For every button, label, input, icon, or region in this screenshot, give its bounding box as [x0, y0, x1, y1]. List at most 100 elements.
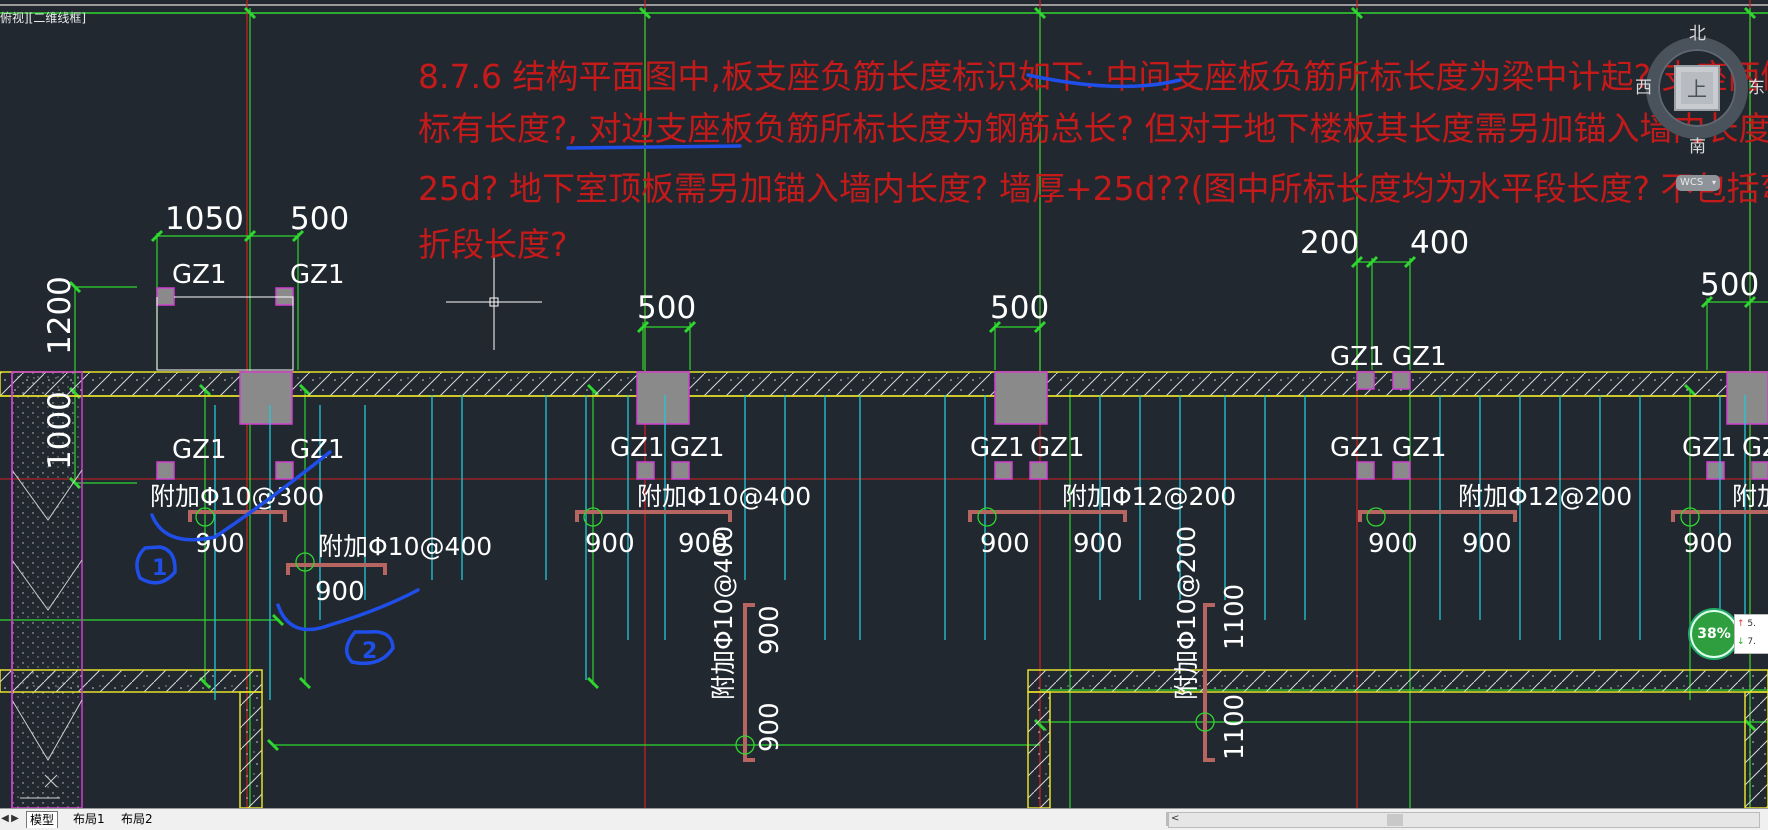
dim-500-a: 500 — [290, 201, 349, 237]
handwritten-mark-1: 1 — [152, 556, 167, 581]
gz-label: GZ1 — [1392, 433, 1447, 463]
wall-band-top — [0, 371, 1768, 397]
crosshair-cursor — [446, 255, 542, 350]
gz-label: GZ1 — [290, 260, 345, 290]
handwritten-mark-2: 2 — [362, 639, 377, 664]
length-900: 900 — [1462, 529, 1512, 559]
wcs-label: WCS — [1680, 177, 1704, 188]
viewcube-labels: 北 南 西 东 上 — [1635, 24, 1765, 157]
badge-percent: 38% — [1697, 626, 1731, 642]
circle-markers — [195, 507, 1700, 755]
arrow-down-icon: ↓ — [1737, 637, 1745, 647]
pen-numbers: 1 2 — [152, 556, 377, 664]
scrollbar-separator — [1166, 812, 1168, 826]
viewcube[interactable] — [1646, 37, 1748, 139]
length-1100-vertical: 1100 — [1220, 584, 1250, 650]
gz-label: GZ1 — [970, 433, 1025, 463]
dim-1200: 1200 — [42, 276, 78, 355]
tab-nav-prev-icon[interactable]: ◀ — [1, 813, 9, 824]
arrow-up-icon: ↑ — [1737, 619, 1745, 629]
cad-drawing[interactable]: 8.7.6 结构平面图中,板支座负筋长度标识如下: 中间支座板负筋所标长度为梁中… — [0, 0, 1768, 809]
length-900: 900 — [315, 577, 365, 607]
rebar-label: 附加Φ10@300 — [150, 482, 324, 511]
viewcube-top-label: 上 — [1687, 77, 1707, 101]
rebar-label-vertical: 附加Φ10@200 — [1172, 526, 1201, 700]
length-1100-vertical: 1100 — [1220, 694, 1250, 760]
pen-annotations — [135, 73, 1182, 666]
length-900: 900 — [980, 529, 1030, 559]
compass-north: 北 — [1689, 24, 1706, 44]
pen-underline-1 — [150, 450, 332, 542]
gz-label: GZ1 — [670, 433, 725, 463]
wall-band-lower-right — [1027, 669, 1768, 693]
rebar-lines-cyan — [214, 395, 1746, 700]
scroll-left-icon[interactable]: < — [1171, 813, 1180, 824]
pen-underline-mid — [566, 144, 742, 150]
gz-labels: GZ1 GZ1 GZ1 GZ1 GZ1 GZ1 GZ1 GZ1 GZ1 GZ1 … — [172, 260, 1768, 465]
dim-1000: 1000 — [42, 391, 78, 470]
length-900-vertical: 900 — [755, 702, 785, 752]
length-900: 900 — [678, 529, 728, 559]
download-speed: 7. — [1747, 637, 1757, 647]
dim-500-c: 500 — [990, 290, 1049, 326]
scrollbar-thumb[interactable] — [1387, 814, 1403, 826]
tab-nav-next-icon[interactable]: ▶ — [11, 813, 19, 824]
dim-500-d: 500 — [1700, 267, 1759, 303]
pen-underline-2 — [276, 588, 420, 632]
annotation-note: 8.7.6 结构平面图中,板支座负筋长度标识如下: 中间支座板负筋所标长度为梁中… — [418, 57, 1768, 264]
gz-label: GZ1 — [1330, 433, 1385, 463]
length-900: 900 — [1368, 529, 1418, 559]
wall-vertical-right — [1744, 691, 1768, 809]
gz-label: GZ1 — [172, 260, 227, 290]
gz-label: GZ1 — [172, 435, 227, 465]
rebar-length-labels: 900 900 900 900 900 900 900 900 900 900 … — [195, 529, 1733, 760]
network-speed-panel: ↑ 5. ↓ 7. — [1734, 614, 1768, 654]
rebar-label: 附加Φ10@400 — [637, 482, 811, 511]
compass-east: 东 — [1748, 78, 1765, 98]
length-900: 900 — [1683, 529, 1733, 559]
performance-badge[interactable]: 38% — [1690, 610, 1738, 658]
compass-west: 西 — [1635, 78, 1652, 98]
tab-layout1[interactable]: 布局1 — [73, 812, 105, 826]
note-line-3: 25d? 地下室顶板需另加锚入墙内长度? 墙厚+25d??(图中所标长度均为水平… — [418, 169, 1768, 208]
gz-label: GZ1 — [1682, 433, 1737, 463]
note-line-4: 折段长度? — [418, 225, 568, 264]
wall-vertical-left — [239, 691, 263, 809]
rebar-label: 附加Φ12@200 — [1062, 482, 1236, 511]
wcs-dropdown[interactable]: WCS ▾ — [1676, 175, 1720, 191]
viewport-label[interactable]: 俯视][二维线框] — [0, 11, 87, 25]
pen-circle-1 — [135, 545, 177, 585]
rebar-label-vertical: 附加Φ10@400 — [709, 526, 738, 700]
gz-label: GZ1 — [610, 433, 665, 463]
rebar-label: 附加Φ12@200 — [1458, 482, 1632, 511]
rebar-label: 附加 — [1732, 482, 1768, 511]
ucs-marker — [20, 774, 60, 799]
tab-layout2[interactable]: 布局2 — [121, 812, 153, 826]
note-line-2: 标有长度?, 对边支座板负筋所标长度为钢筋总长? 但对于地下楼板其长度需另加锚入… — [418, 109, 1768, 148]
dim-1050: 1050 — [165, 201, 244, 237]
pen-underline-top — [1026, 73, 1182, 89]
rebar-label: 附加Φ10@400 — [318, 532, 492, 561]
dim-400: 400 — [1410, 225, 1469, 261]
upload-speed: 5. — [1747, 619, 1757, 629]
gz-label: GZ1 — [1392, 342, 1447, 372]
tab-model[interactable]: 模型 — [26, 811, 59, 828]
drawing-canvas[interactable]: 8.7.6 结构平面图中,板支座负筋长度标识如下: 中间支座板负筋所标长度为梁中… — [0, 0, 1768, 809]
gz-label: GZ1 — [1030, 433, 1085, 463]
gz-label: GZ1 — [1742, 433, 1768, 463]
layout-tab-bar: ◀ ▶ 模型 布局1 布局2 < — [0, 808, 1768, 830]
columns-large — [239, 371, 1768, 425]
chevron-down-icon: ▾ — [1711, 178, 1716, 187]
rebar-bars-brown — [188, 510, 1768, 762]
dim-500-b: 500 — [637, 290, 696, 326]
pen-circle-2 — [345, 630, 395, 666]
dim-200: 200 — [1300, 225, 1359, 261]
horizontal-scrollbar[interactable]: < — [1168, 812, 1760, 828]
note-line-1: 8.7.6 结构平面图中,板支座负筋长度标识如下: 中间支座板负筋所标长度为梁中… — [418, 57, 1768, 96]
wall-vertical-mid — [1027, 691, 1051, 809]
compass-south: 南 — [1689, 137, 1706, 157]
length-900: 900 — [1073, 529, 1123, 559]
rebar-labels: 附加Φ10@300 附加Φ10@400 附加Φ10@400 附加Φ12@200 … — [150, 482, 1768, 700]
dimension-texts: 1050 500 500 500 200 400 500 1200 1000 — [42, 201, 1759, 470]
gz-label: GZ1 — [1330, 342, 1385, 372]
